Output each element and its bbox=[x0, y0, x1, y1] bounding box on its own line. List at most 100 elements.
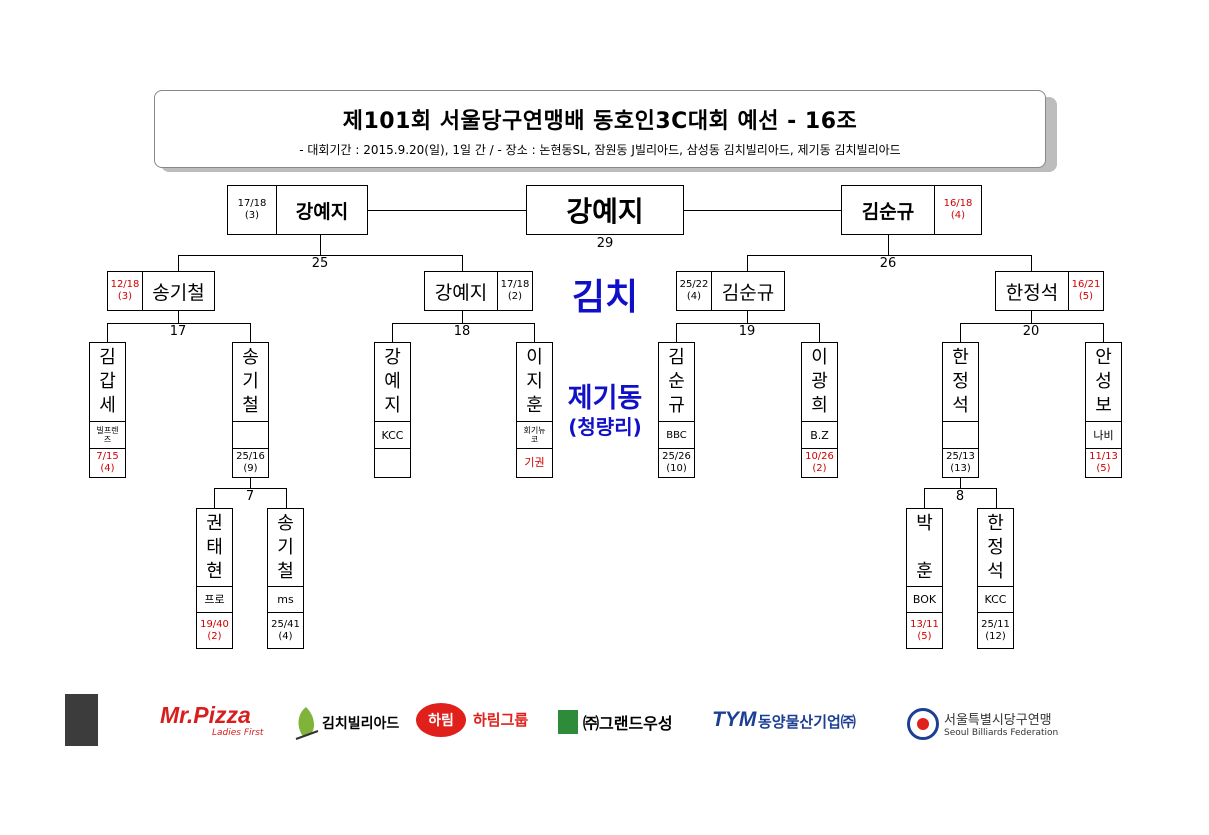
player-club: B.Z bbox=[802, 422, 837, 449]
page-subtitle: - 대회기간 : 2015.9.20(일), 1일 간 / - 장소 : 논현동… bbox=[299, 143, 901, 157]
venue-location: 제기동 bbox=[567, 383, 643, 414]
match-number-semi-left: 25 bbox=[311, 256, 329, 271]
q4-drop2 bbox=[1103, 323, 1104, 342]
m7-drop2 bbox=[286, 488, 287, 508]
harim-group-text: 하림그룹 bbox=[473, 711, 529, 729]
q1-score: 12/18 (3) bbox=[107, 271, 143, 311]
score-value: 12/18 bbox=[110, 279, 140, 290]
q4-name: 한정석 bbox=[995, 271, 1069, 311]
score-value: 16/18 bbox=[943, 198, 973, 209]
footer-block bbox=[65, 694, 98, 746]
q3-drop1 bbox=[676, 323, 677, 342]
title-box: 제101회 서울당구연맹배 동호인3C대회 예선 - 16조 - 대회기간 : … bbox=[154, 90, 1046, 168]
q1-drop2 bbox=[250, 323, 251, 342]
q3-score: 25/22 (4) bbox=[676, 271, 712, 311]
semi-left-bar bbox=[178, 255, 462, 256]
player-club: 프로 bbox=[197, 587, 232, 613]
q1-name: 송기철 bbox=[142, 271, 215, 311]
match-number-m7: 7 bbox=[245, 489, 255, 504]
sbf-korean: 서울특별시당구연맹 bbox=[944, 713, 1052, 728]
match-number-q2: 18 bbox=[453, 324, 471, 339]
q3-stem bbox=[747, 311, 748, 323]
mrpizza-name: Mr.Pizza bbox=[160, 702, 251, 728]
mrpizza-logo: Mr.Pizza Ladies First bbox=[140, 702, 275, 746]
m7-bar bbox=[214, 488, 286, 489]
q4-bar bbox=[960, 323, 1103, 324]
match-number-q3: 19 bbox=[738, 324, 756, 339]
m8-drop2 bbox=[996, 488, 997, 508]
match-number-semi-right: 26 bbox=[879, 256, 897, 271]
player-score: 기권 bbox=[524, 456, 545, 469]
score-value: 17/18 bbox=[237, 198, 267, 209]
match-number-final: 29 bbox=[596, 236, 614, 251]
semi-right-score: 16/18 (4) bbox=[934, 185, 982, 235]
harim-logo-text: 하림 bbox=[428, 713, 454, 729]
venue-brand: 김치 bbox=[571, 277, 639, 318]
score-value: 16/21 bbox=[1071, 279, 1101, 290]
dongyang-text: 동양물산기업㈜ bbox=[758, 713, 856, 731]
q1-stem bbox=[178, 311, 179, 323]
semi-right-stem bbox=[888, 235, 889, 255]
m7-stem bbox=[250, 477, 251, 488]
score-rank: (5) bbox=[1078, 291, 1094, 302]
player-score: 11/13(5) bbox=[1089, 451, 1118, 474]
kimchi-billiard-logo: 김치빌리아드 bbox=[292, 704, 404, 742]
m8-drop1 bbox=[924, 488, 925, 508]
grand-woosung-icon bbox=[558, 710, 578, 734]
player-score: 10/26(2) bbox=[805, 451, 834, 474]
player-club: KCC bbox=[978, 587, 1013, 613]
score-rank: (3) bbox=[244, 210, 260, 221]
q2-bar bbox=[392, 323, 534, 324]
player-club bbox=[233, 422, 268, 449]
player-club: KCC bbox=[375, 422, 410, 449]
q2-stem bbox=[462, 311, 463, 323]
q1-bar bbox=[107, 323, 250, 324]
match-number-q4: 20 bbox=[1022, 324, 1040, 339]
score-value: 17/18 bbox=[500, 279, 530, 290]
q4-drop1 bbox=[960, 323, 961, 342]
player-score: 7/15(4) bbox=[96, 451, 119, 474]
score-rank: (4) bbox=[950, 210, 966, 221]
semi-right-drop1 bbox=[747, 255, 748, 271]
q3-drop2 bbox=[819, 323, 820, 342]
player-club: ms bbox=[268, 587, 303, 613]
m8-stem bbox=[960, 477, 961, 488]
m8-bar bbox=[924, 488, 996, 489]
q2-name: 강예지 bbox=[424, 271, 498, 311]
harim-logo: 하림 bbox=[416, 703, 466, 737]
m7-drop1 bbox=[214, 488, 215, 508]
final-line-right bbox=[684, 210, 841, 211]
q3-name: 김순규 bbox=[711, 271, 785, 311]
q3-bar bbox=[676, 323, 819, 324]
player-club: 회기뉴코 bbox=[517, 422, 552, 449]
player-score: 25/13(13) bbox=[946, 451, 975, 474]
sbf-text: 서울특별시당구연맹 Seoul Billiards Federation bbox=[944, 709, 1058, 738]
semi-right-bar bbox=[747, 255, 1031, 256]
final-line-left bbox=[368, 210, 526, 211]
venue-detail: (청량리) bbox=[568, 415, 642, 439]
score-value: 25/22 bbox=[679, 279, 709, 290]
page-title: 제101회 서울당구연맹배 동호인3C대회 예선 - 16조 bbox=[342, 109, 858, 134]
player-score: 25/16(9) bbox=[236, 451, 265, 474]
sbf-english: Seoul Billiards Federation bbox=[944, 728, 1059, 738]
mrpizza-tagline: Ladies First bbox=[212, 728, 264, 738]
kimchi-billiard-text: 김치빌리아드 bbox=[322, 716, 400, 732]
sbf-emblem-icon bbox=[907, 708, 939, 740]
player-club: 빌프렌즈 bbox=[90, 422, 125, 449]
